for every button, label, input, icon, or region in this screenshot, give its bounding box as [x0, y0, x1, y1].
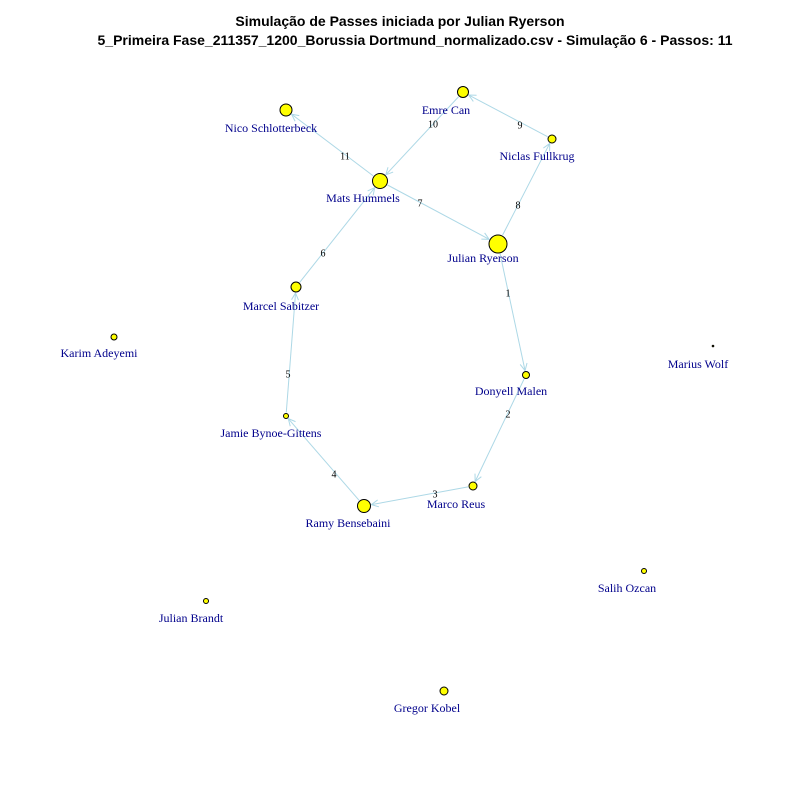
pass-edge-7 — [387, 184, 490, 240]
pass-edge-8 — [502, 143, 551, 236]
player-label-nico-schlotterbeck: Nico Schlotterbeck — [225, 121, 317, 135]
pass-step-label-11: 11 — [340, 151, 350, 162]
pass-edge-5 — [285, 292, 297, 413]
player-node-mats-hummels — [372, 173, 388, 189]
pass-step-label-4: 4 — [332, 469, 337, 480]
player-label-julian-ryerson: Julian Ryerson — [447, 251, 518, 265]
pass-step-label-5: 5 — [286, 369, 291, 380]
pass-step-label-8: 8 — [516, 200, 521, 211]
pass-arrowhead-9 — [467, 94, 477, 102]
pass-edge-1 — [499, 253, 526, 371]
player-node-jamie-bynoe-gittens — [283, 413, 289, 419]
pass-edge-6 — [299, 187, 376, 283]
pass-edge-9 — [468, 94, 548, 138]
player-label-emre-can: Emre Can — [422, 103, 470, 117]
pass-edge-11 — [291, 113, 374, 177]
player-label-marcel-sabitzer: Marcel Sabitzer — [243, 299, 319, 313]
pass-arrowhead-8 — [543, 142, 551, 152]
player-label-karim-adeyemi: Karim Adeyemi — [61, 346, 139, 360]
pass-arrowhead-2 — [474, 473, 482, 483]
player-label-mats-hummels: Mats Hummels — [326, 191, 400, 205]
pass-arrowhead-6 — [367, 186, 376, 196]
pass-step-label-6: 6 — [321, 248, 326, 259]
pass-arrowhead-5 — [291, 291, 299, 301]
player-node-marcel-sabitzer — [290, 281, 302, 293]
title-line-1: Simulação de Passes iniciada por Julian … — [235, 13, 565, 29]
pass-step-label-9: 9 — [518, 120, 523, 131]
player-node-julian-brandt — [203, 598, 209, 604]
pass-step-label-1: 1 — [506, 288, 511, 299]
player-node-marius-wolf — [711, 344, 715, 348]
player-node-karim-adeyemi — [110, 333, 118, 341]
player-label-jamie-bynoe-gittens: Jamie Bynoe-Gittens — [221, 426, 322, 440]
pass-arrowhead-1 — [519, 362, 528, 372]
pass-step-label-10: 10 — [428, 119, 438, 130]
player-node-donyell-malen — [522, 371, 530, 379]
pass-arrowhead-7 — [481, 232, 491, 240]
player-label-gregor-kobel: Gregor Kobel — [394, 701, 461, 715]
player-node-nico-schlotterbeck — [279, 103, 293, 117]
pass-edge-2 — [474, 378, 525, 482]
player-nodes — [110, 86, 715, 696]
pass-edge-3 — [371, 486, 469, 506]
player-label-marco-reus: Marco Reus — [427, 497, 486, 511]
player-label-marius-wolf: Marius Wolf — [668, 357, 728, 371]
player-label-niclas-fullkrug: Niclas Fullkrug — [500, 149, 575, 163]
pass-edges — [285, 94, 551, 508]
player-node-niclas-fullkrug — [547, 134, 557, 144]
chart-title: Simulação de Passes iniciada por Julian … — [0, 12, 800, 50]
pass-step-label-3: 3 — [433, 489, 438, 500]
player-node-emre-can — [457, 86, 469, 98]
player-label-ramy-bensebaini: Ramy Bensebaini — [306, 516, 392, 530]
pass-arrowhead-3 — [370, 499, 380, 508]
pass-step-label-7: 7 — [418, 198, 423, 209]
pass-step-labels: 1 2 3 4 5 6 7 8 9 10 11 — [286, 119, 523, 500]
player-label-salih-ozcan: Salih Ozcan — [598, 581, 656, 595]
pass-edge-10 — [385, 96, 459, 176]
pass-step-label-2: 2 — [506, 409, 511, 420]
player-node-salih-ozcan — [641, 568, 647, 574]
player-label-julian-brandt: Julian Brandt — [159, 611, 224, 625]
pass-arrowhead-10 — [385, 167, 394, 176]
player-label-donyell-malen: Donyell Malen — [475, 384, 547, 398]
pass-edge-4 — [287, 418, 360, 501]
pass-arrowhead-4 — [287, 417, 296, 427]
pass-arrowhead-11 — [290, 113, 300, 122]
player-node-julian-ryerson — [488, 234, 508, 254]
player-node-marco-reus — [468, 481, 478, 491]
player-node-ramy-bensebaini — [357, 499, 371, 513]
player-node-gregor-kobel — [439, 686, 449, 696]
title-line-2: 5_Primeira Fase_211357_1200_Borussia Dor… — [97, 32, 733, 48]
